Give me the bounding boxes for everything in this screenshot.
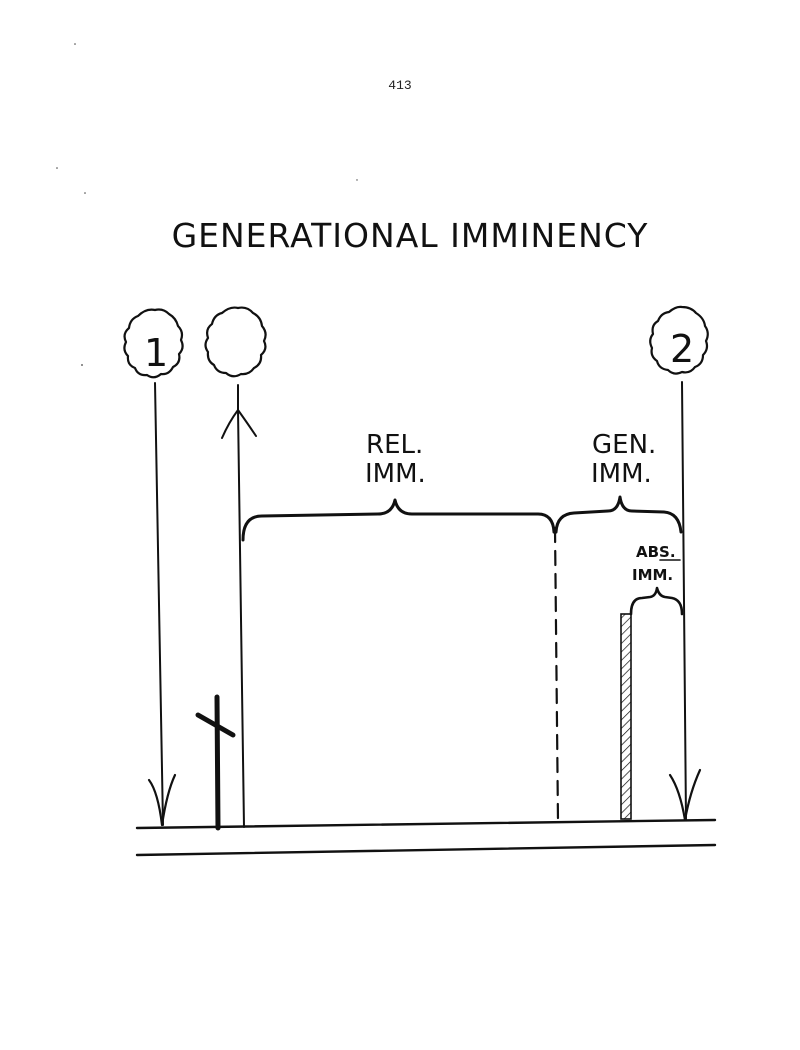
rel-imm-label-line2: IMM.	[365, 459, 426, 489]
marker-2-label: 2	[670, 327, 694, 371]
abs-imm-label-line2: IMM.	[632, 566, 673, 584]
rel-imm-brace	[241, 498, 556, 542]
marker-1-label: 1	[144, 331, 168, 375]
gen-imm-brace	[554, 495, 683, 534]
diagram-title: GENERATIONAL IMMINENCY	[171, 216, 649, 255]
dashed-divider	[553, 526, 560, 824]
ground-line-bottom	[135, 843, 717, 857]
speck	[74, 43, 76, 45]
balloon-1-icon: 1	[123, 308, 184, 827]
speck	[84, 192, 86, 194]
cross-icon	[195, 694, 236, 831]
speck	[81, 364, 83, 366]
hatched-bar	[620, 613, 632, 820]
abs-imm-label-line1: ABS.	[636, 543, 676, 561]
rel-imm-label-line1: REL.	[366, 430, 423, 460]
page-number: 413	[388, 78, 412, 93]
balloon-empty-icon	[204, 306, 267, 828]
abs-imm-brace	[629, 586, 684, 616]
balloon-2-icon: 2	[649, 305, 709, 822]
gen-imm-label-line2: IMM.	[591, 459, 652, 489]
speck	[56, 167, 58, 169]
ground-line-top	[135, 818, 717, 830]
gen-imm-label-line1: GEN.	[592, 430, 656, 460]
speck	[356, 179, 358, 181]
